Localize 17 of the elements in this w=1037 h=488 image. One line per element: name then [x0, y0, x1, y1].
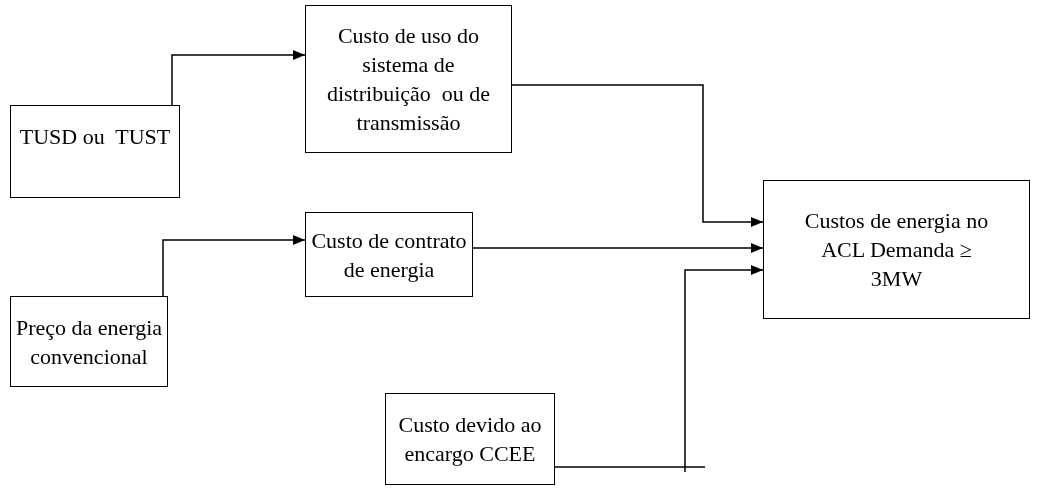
box-label: Preço da energia convencional — [15, 313, 163, 371]
box-label: TUSD ou TUST — [19, 123, 171, 151]
arrow — [554, 265, 764, 468]
process-box — [10, 105, 180, 198]
process-box — [10, 296, 168, 387]
box-label: Custos de energia no ACL Demanda ≥ 3MW — [803, 207, 990, 293]
process-box — [305, 5, 512, 153]
box-label: Custo de contrato de energia — [310, 226, 468, 284]
arrow — [171, 50, 306, 106]
process-box — [385, 393, 555, 485]
process-box — [305, 212, 473, 297]
arrow — [511, 84, 764, 227]
process-box — [763, 180, 1030, 319]
arrow — [162, 235, 306, 297]
box-label: Custo de uso do sistema de distribuição ou de transmissão — [325, 22, 492, 137]
box-label: Custo devido ao encargo CCEE — [397, 411, 543, 468]
arrow — [472, 243, 764, 253]
